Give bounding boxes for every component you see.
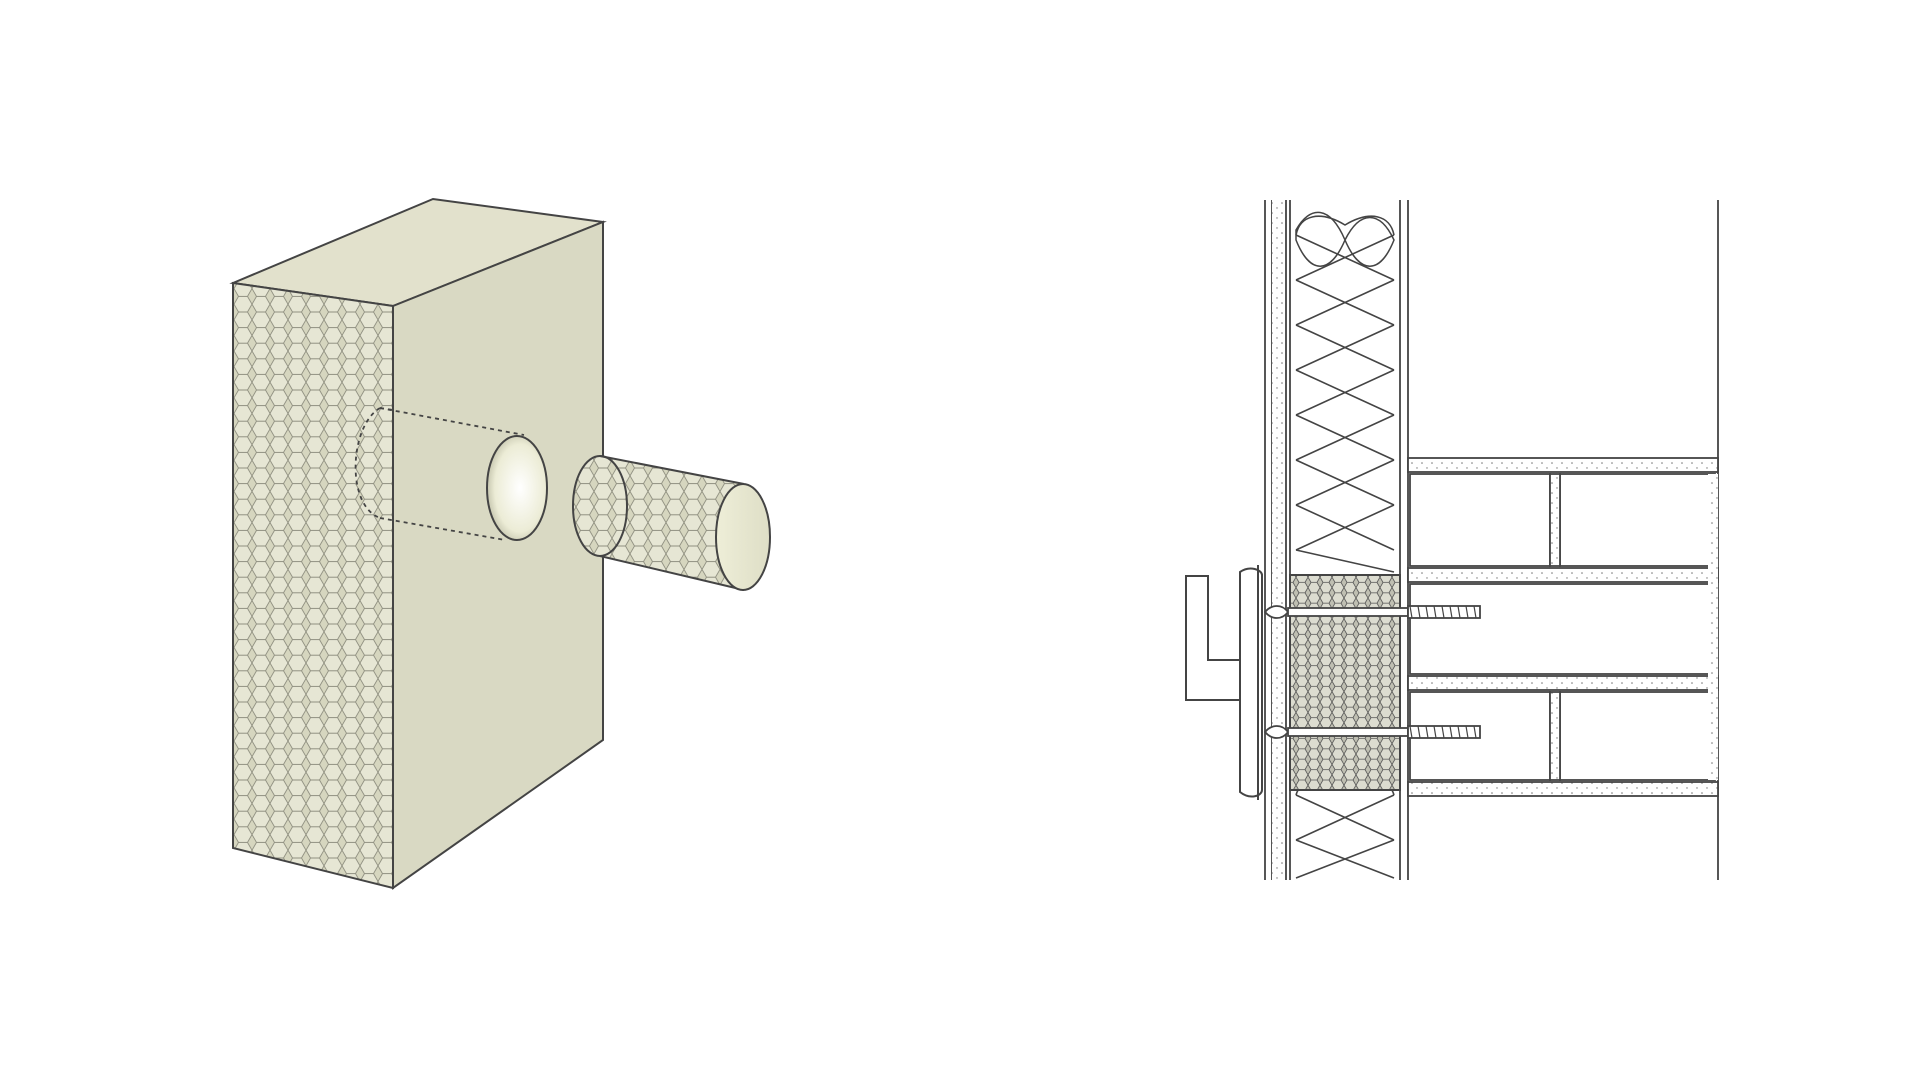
block-side-face: [392, 220, 604, 890]
wall-section-figure: [1185, 200, 1719, 880]
brick: [1559, 473, 1716, 567]
brick: [1409, 583, 1716, 675]
masonry-wall: [1407, 200, 1719, 880]
block-front-face: [232, 281, 394, 890]
bore-hole: [486, 435, 548, 541]
plug-cylinder: [572, 455, 771, 591]
plug-end-face: [715, 483, 771, 591]
mounting-bracket: [1185, 565, 1263, 800]
hidden-bore-lines: [354, 407, 525, 541]
fixing-screw-lower: [1263, 725, 1481, 739]
fixing-screw-upper: [1263, 605, 1481, 619]
insulation-batt-pattern: [1295, 215, 1395, 879]
brick: [1409, 473, 1551, 567]
insulation-block-figure: [229, 197, 771, 890]
render-layer: [1264, 200, 1287, 880]
brick: [1559, 691, 1716, 781]
